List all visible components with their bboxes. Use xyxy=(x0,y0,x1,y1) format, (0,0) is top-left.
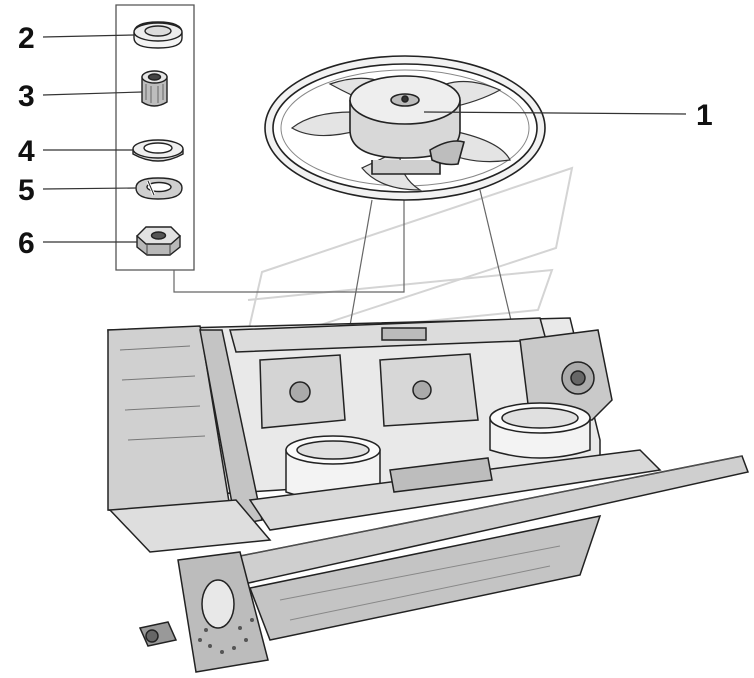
callout-5: 5 xyxy=(18,174,35,207)
rubber-cap-part xyxy=(133,21,183,49)
cooling-fan-part xyxy=(264,55,546,201)
leader-line-1 xyxy=(423,111,687,115)
bushing-part xyxy=(141,70,168,107)
spring-washer-part xyxy=(135,177,183,200)
vehicle-front-structure xyxy=(107,317,750,673)
callout-3: 3 xyxy=(18,80,35,113)
leader-line-3 xyxy=(42,91,143,96)
callout-2: 2 xyxy=(18,22,35,55)
nut-part xyxy=(135,226,182,256)
callout-6: 6 xyxy=(18,227,35,260)
callout-1: 1 xyxy=(696,99,713,132)
parts-bracket xyxy=(115,4,195,271)
callout-4: 4 xyxy=(18,135,35,168)
callout-leaders xyxy=(42,34,687,243)
leader-line-5 xyxy=(42,187,137,190)
leader-line-2 xyxy=(42,34,135,38)
flat-washer-part xyxy=(132,139,184,162)
